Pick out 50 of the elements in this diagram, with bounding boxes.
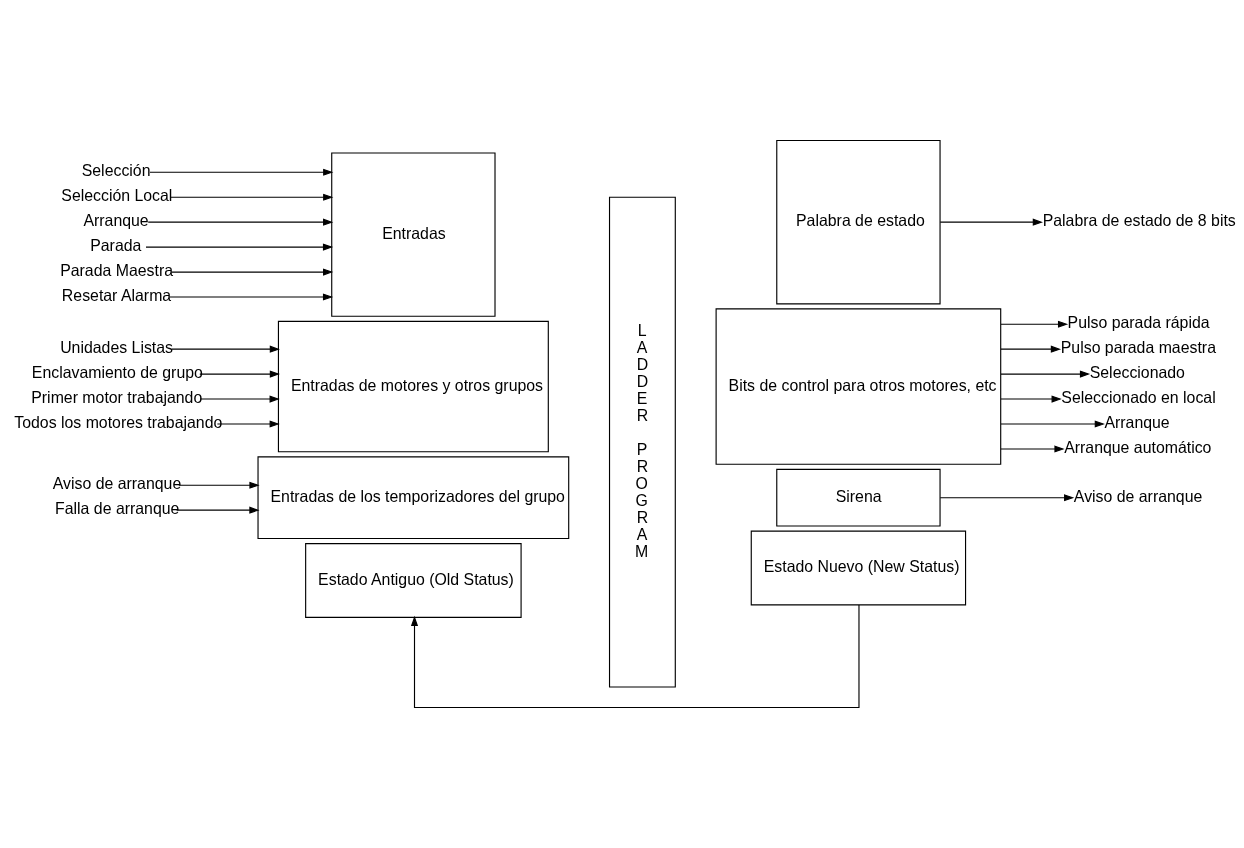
arrow — [199, 370, 280, 378]
arrow — [199, 395, 280, 403]
arrow — [149, 168, 334, 176]
node-text: Aviso de arranque — [52, 475, 182, 493]
arrow — [410, 604, 860, 709]
node-box: Palabra de estado — [776, 139, 941, 305]
node-text: Palabra de estado de 8 bits — [1042, 212, 1236, 230]
node-text: Parada — [90, 237, 142, 255]
arrow — [1000, 370, 1091, 378]
node-text: Arranque — [1104, 414, 1170, 432]
arrow — [939, 494, 1075, 502]
node-box: LADDER PROGRAM — [608, 196, 676, 688]
node-text: Todos los motores trabajando — [14, 414, 223, 432]
arrow — [169, 193, 334, 201]
node-text: Selección Local — [61, 187, 173, 205]
node-text: Aviso de arranque — [1073, 487, 1203, 505]
node-box: Entradas de motores y otros grupos — [277, 320, 549, 453]
node-box: Estado Antiguo (Old Status) — [305, 543, 522, 618]
node-text: Primer motor trabajando — [31, 389, 203, 407]
arrow — [939, 218, 1043, 226]
node-text: Pulso parada maestra — [1060, 339, 1216, 357]
node-text: Arranque automático — [1064, 439, 1212, 457]
arrow — [178, 481, 260, 489]
arrow — [1000, 445, 1065, 453]
arrow — [1000, 395, 1062, 403]
arrow — [169, 293, 334, 301]
arrow — [1000, 345, 1062, 353]
node-text: Seleccionado — [1089, 364, 1185, 382]
arrow — [147, 218, 334, 226]
node-box: Entradas de los temporizadores del grupo — [257, 456, 570, 540]
node-text: Parada Maestra — [60, 262, 174, 280]
node-text: Pulso parada rápida — [1067, 314, 1210, 332]
arrow — [1000, 420, 1105, 428]
arrow — [216, 420, 280, 428]
arrow — [171, 268, 334, 276]
node-text: Enclavamiento de grupo — [31, 364, 203, 382]
node-box: Estado Nuevo (New Status) — [750, 530, 967, 606]
node-text: Resetar Alarma — [61, 287, 172, 305]
node-box: Entradas — [331, 152, 496, 317]
arrow — [145, 243, 334, 251]
node-text: Falla de arranque — [55, 500, 180, 518]
node-text: Selección — [81, 162, 151, 180]
node-text: Unidades Listas — [60, 339, 174, 357]
arrow — [1000, 320, 1069, 328]
arrow — [176, 506, 260, 514]
arrow — [171, 345, 280, 353]
node-text: Arranque — [83, 212, 149, 230]
node-box: Sirena — [776, 468, 941, 527]
node-box: Bits de control para otros motores, etc — [715, 308, 1002, 465]
node-text: Seleccionado en local — [1061, 389, 1216, 407]
